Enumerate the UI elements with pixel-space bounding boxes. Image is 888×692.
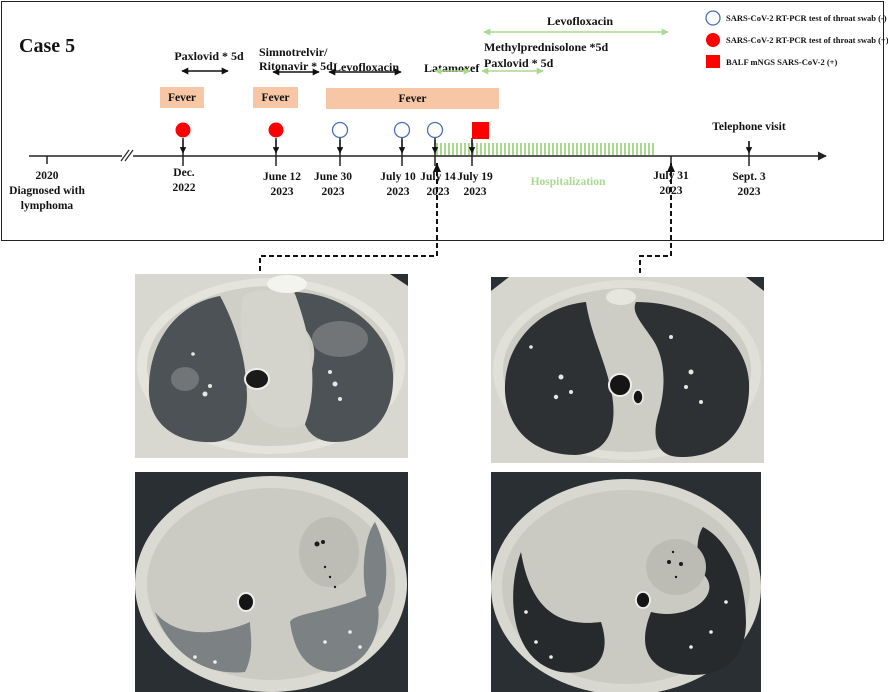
- date-jun30-day: June 30: [313, 171, 353, 183]
- date-2020-event-line2: lymphoma: [20, 200, 74, 212]
- hospitalization-bar: [436, 143, 656, 155]
- telephone-visit-label: Telephone visit: [712, 121, 786, 133]
- date-jul10-2023: July 10 2023: [380, 170, 415, 200]
- date-jul14-year: 2023: [426, 186, 450, 198]
- treatment-levofloxacin-2-label: Levofloxacin: [547, 14, 613, 28]
- date-2020: 2020 Diagnosed with lymphoma: [9, 169, 85, 214]
- treatment-methylprednisolone-label: Methylprednisolone *5d Paxlovid * 5d: [484, 40, 608, 70]
- ct-image-july14-lower: [135, 472, 408, 692]
- treatment-methylprednisolone-line1: Methylprednisolone *5d: [484, 40, 609, 54]
- date-jul31-day: July 31: [653, 170, 689, 182]
- date-jul10-year: 2023: [386, 186, 410, 198]
- ct-image-july14-upper: [135, 274, 408, 458]
- date-jun12-2023: June 12 2023: [263, 170, 301, 200]
- positive-test-jun12-2023: [268, 122, 284, 138]
- legend-balf-label: BALF mNGS SARS-CoV-2 (+): [726, 57, 838, 67]
- legend-positive-label: SARS-CoV-2 RT-PCR test of throat swab (+…: [726, 35, 888, 45]
- negative-test-jun30-2023: [331, 121, 349, 139]
- date-sept3-year: 2023: [737, 186, 761, 198]
- fever-period-3: Fever: [326, 88, 499, 109]
- date-jun30-2023: June 30 2023: [314, 170, 352, 200]
- date-jul10-day: July 10: [380, 171, 416, 183]
- date-jul31-2023: July 31 2023: [653, 169, 688, 199]
- date-2020-event-line1: Diagnosed with: [9, 185, 85, 197]
- fever-period-2: Fever: [253, 87, 298, 108]
- axis-break-icon: [120, 149, 130, 162]
- treatment-simnotrelvir-line1: Simnotrelvir/: [259, 45, 328, 59]
- timeline-panel: [1, 1, 884, 241]
- date-jul14-2023: July 14 2023: [420, 170, 455, 200]
- legend-negative-label: SARS-CoV-2 RT-PCR test of throat swab (-…: [726, 13, 887, 23]
- date-dec-2022-month: Dec.: [173, 167, 195, 179]
- date-sept3-2023: Sept. 3 2023: [732, 170, 765, 200]
- ct-image-july31-lower: [491, 472, 761, 692]
- balf-positive-jul19-2023: [472, 122, 489, 139]
- ct-image-july31-upper: [491, 277, 764, 463]
- positive-test-dec-2022: [175, 122, 191, 138]
- date-jul14-day: July 14: [420, 171, 456, 183]
- marker-arrows: [179, 140, 753, 154]
- date-jul19-2023: July 19 2023: [457, 170, 492, 200]
- date-jun30-year: 2023: [321, 186, 345, 198]
- date-2020-year: 2020: [35, 170, 59, 182]
- negative-test-jul10-2023: [393, 121, 411, 139]
- date-jul19-year: 2023: [463, 186, 487, 198]
- hospitalization-label: Hospitalization: [530, 176, 606, 188]
- case-title: Case 5: [19, 35, 76, 57]
- treatment-paxlovid-2-line2: Paxlovid * 5d: [484, 56, 554, 70]
- fever-period-1: Fever: [160, 87, 204, 108]
- date-jun12-year: 2023: [270, 186, 294, 198]
- treatment-paxlovid-label: Paxlovid * 5d: [174, 49, 244, 63]
- date-dec-2022-year: 2022: [172, 182, 196, 194]
- date-jul19-day: July 19: [457, 171, 493, 183]
- date-sept3-day: Sept. 3: [732, 171, 766, 183]
- legend-open-circle-icon: [705, 10, 721, 26]
- legend-filled-square-icon: [706, 55, 720, 68]
- legend-filled-circle-icon: [706, 33, 720, 47]
- date-dec-2022: Dec. 2022: [173, 166, 196, 196]
- negative-test-jul14-2023: [426, 121, 444, 139]
- date-jun12-day: June 12: [262, 171, 302, 183]
- date-jul31-year: 2023: [659, 185, 683, 197]
- connector-july31: [639, 163, 672, 274]
